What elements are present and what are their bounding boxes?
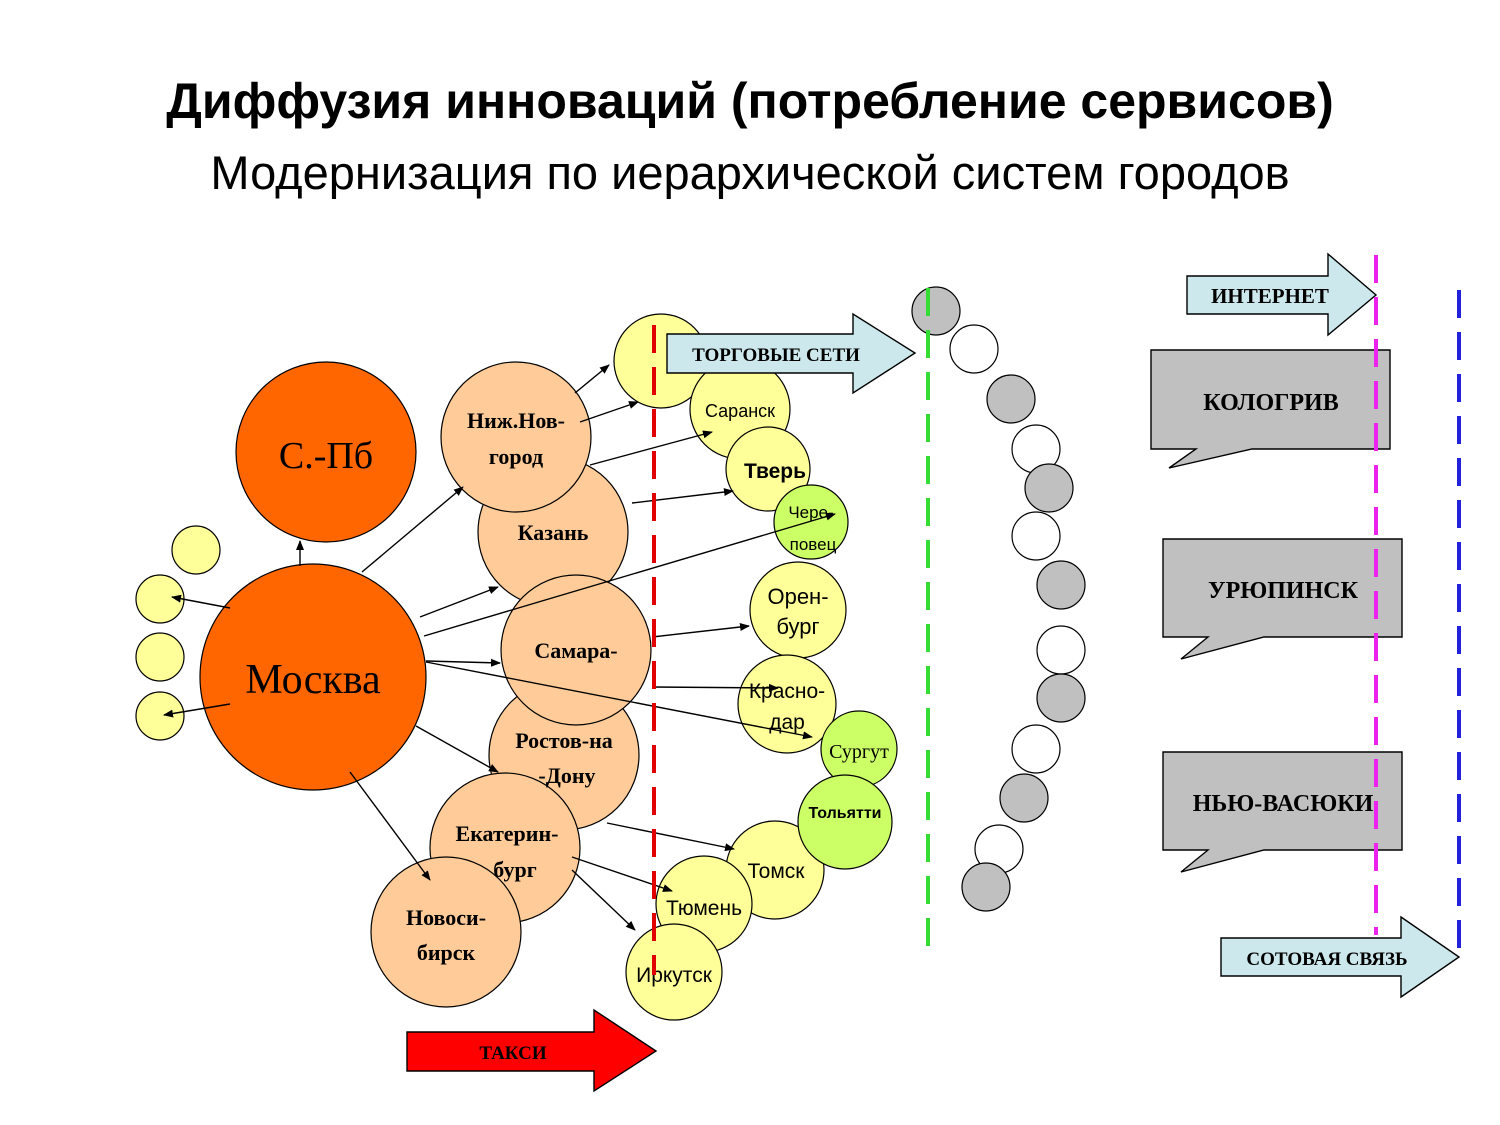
diffusion-arrows (163, 364, 836, 931)
city-circle-tver (725, 426, 811, 512)
city-label-tolyatti: Тольятти (809, 805, 882, 822)
callout-new-vasyuki: НЬЮ-ВАСЮКИ (1162, 751, 1403, 873)
taxi-label: ТАКСИ (479, 1043, 546, 1064)
city-label-ekb-1: Екатерин- (456, 821, 559, 846)
city-label-samara: Самара- (534, 638, 617, 663)
city-circle-cherepovets (773, 484, 849, 560)
satellite-circle-2 (135, 574, 185, 624)
city-circle-moscow (199, 563, 427, 791)
city-label-nsk-2: бирск (417, 940, 476, 965)
city-label-saransk: Саранск (705, 401, 775, 421)
city-circle-nsk (370, 856, 522, 1008)
retail-label: ТОРГОВЫЕ СЕТИ (692, 345, 860, 366)
cellular-arrow: СОТОВАЯ СВЯЗЬ (1220, 915, 1461, 999)
city-label-tomsk: Томск (748, 860, 806, 883)
retail-arrow: ТОРГОВЫЕ СЕТИ (666, 312, 917, 395)
city-circle-orenburg (749, 561, 847, 659)
city-label-kazan: Казань (518, 520, 589, 545)
satellite-circle-1 (171, 525, 221, 575)
city-label-tver: Тверь (744, 460, 806, 483)
city-label-orenburg-2: бург (776, 614, 819, 639)
city-label-nn-2: город (489, 444, 543, 469)
slide-title: Диффузия инноваций (потребление сервисов… (166, 73, 1334, 129)
satellite-circle-3 (135, 632, 185, 682)
callout-uryupinsk: УРЮПИНСК (1162, 538, 1403, 660)
city-spb: С.-Пб (235, 361, 417, 543)
city-label-irkutsk: Иркутск (636, 964, 713, 987)
small-town-circles (911, 286, 1086, 912)
city-label-surgut: Сургут (829, 741, 889, 763)
city-circle-krasnodar (737, 654, 837, 754)
city-label-moscow: Москва (245, 657, 381, 703)
city-circle-irkutsk (625, 923, 723, 1021)
slide-subtitle: Модернизация по иерархической систем гор… (210, 146, 1290, 199)
city-circle-samara (500, 574, 652, 726)
city-label-krasnodar-2: дар (769, 711, 805, 734)
callout-label-uryupinsk: УРЮПИНСК (1208, 578, 1359, 604)
city-label-rostov-1: Ростов-на (515, 728, 613, 753)
city-label-nsk-1: Новоси- (406, 905, 486, 930)
city-label-orenburg-1: Орен- (767, 584, 828, 609)
city-label-ekb-2: бург (493, 857, 536, 882)
taxi-arrow: ТАКСИ (406, 1008, 658, 1093)
callout-label-new-vasyuki: НЬЮ-ВАСЮКИ (1193, 791, 1374, 817)
city-label-tyumen: Тюмень (666, 897, 742, 920)
city-label-cherepovets-2: повец (790, 535, 837, 554)
city-label-krasnodar-1: Красно- (749, 680, 825, 703)
satellite-circle-4 (135, 691, 185, 741)
city-label-spb: С.-Пб (279, 435, 373, 477)
city-label-rostov-2: -Дону (538, 763, 595, 788)
city-label-nn-1: Ниж.Нов- (467, 408, 565, 433)
callout-kologriv: КОЛОГРИВ (1150, 349, 1391, 469)
cellular-label: СОТОВАЯ СВЯЗЬ (1246, 949, 1407, 970)
callout-label-kologriv: КОЛОГРИВ (1203, 390, 1338, 416)
internet-label: ИНТЕРНЕТ (1211, 284, 1329, 308)
city-circle-nn (440, 361, 592, 513)
internet-arrow: ИНТЕРНЕТ (1186, 252, 1378, 337)
city-circle-tolyatti (797, 774, 893, 870)
city-label-cherepovets-1: Чере- (788, 503, 833, 522)
